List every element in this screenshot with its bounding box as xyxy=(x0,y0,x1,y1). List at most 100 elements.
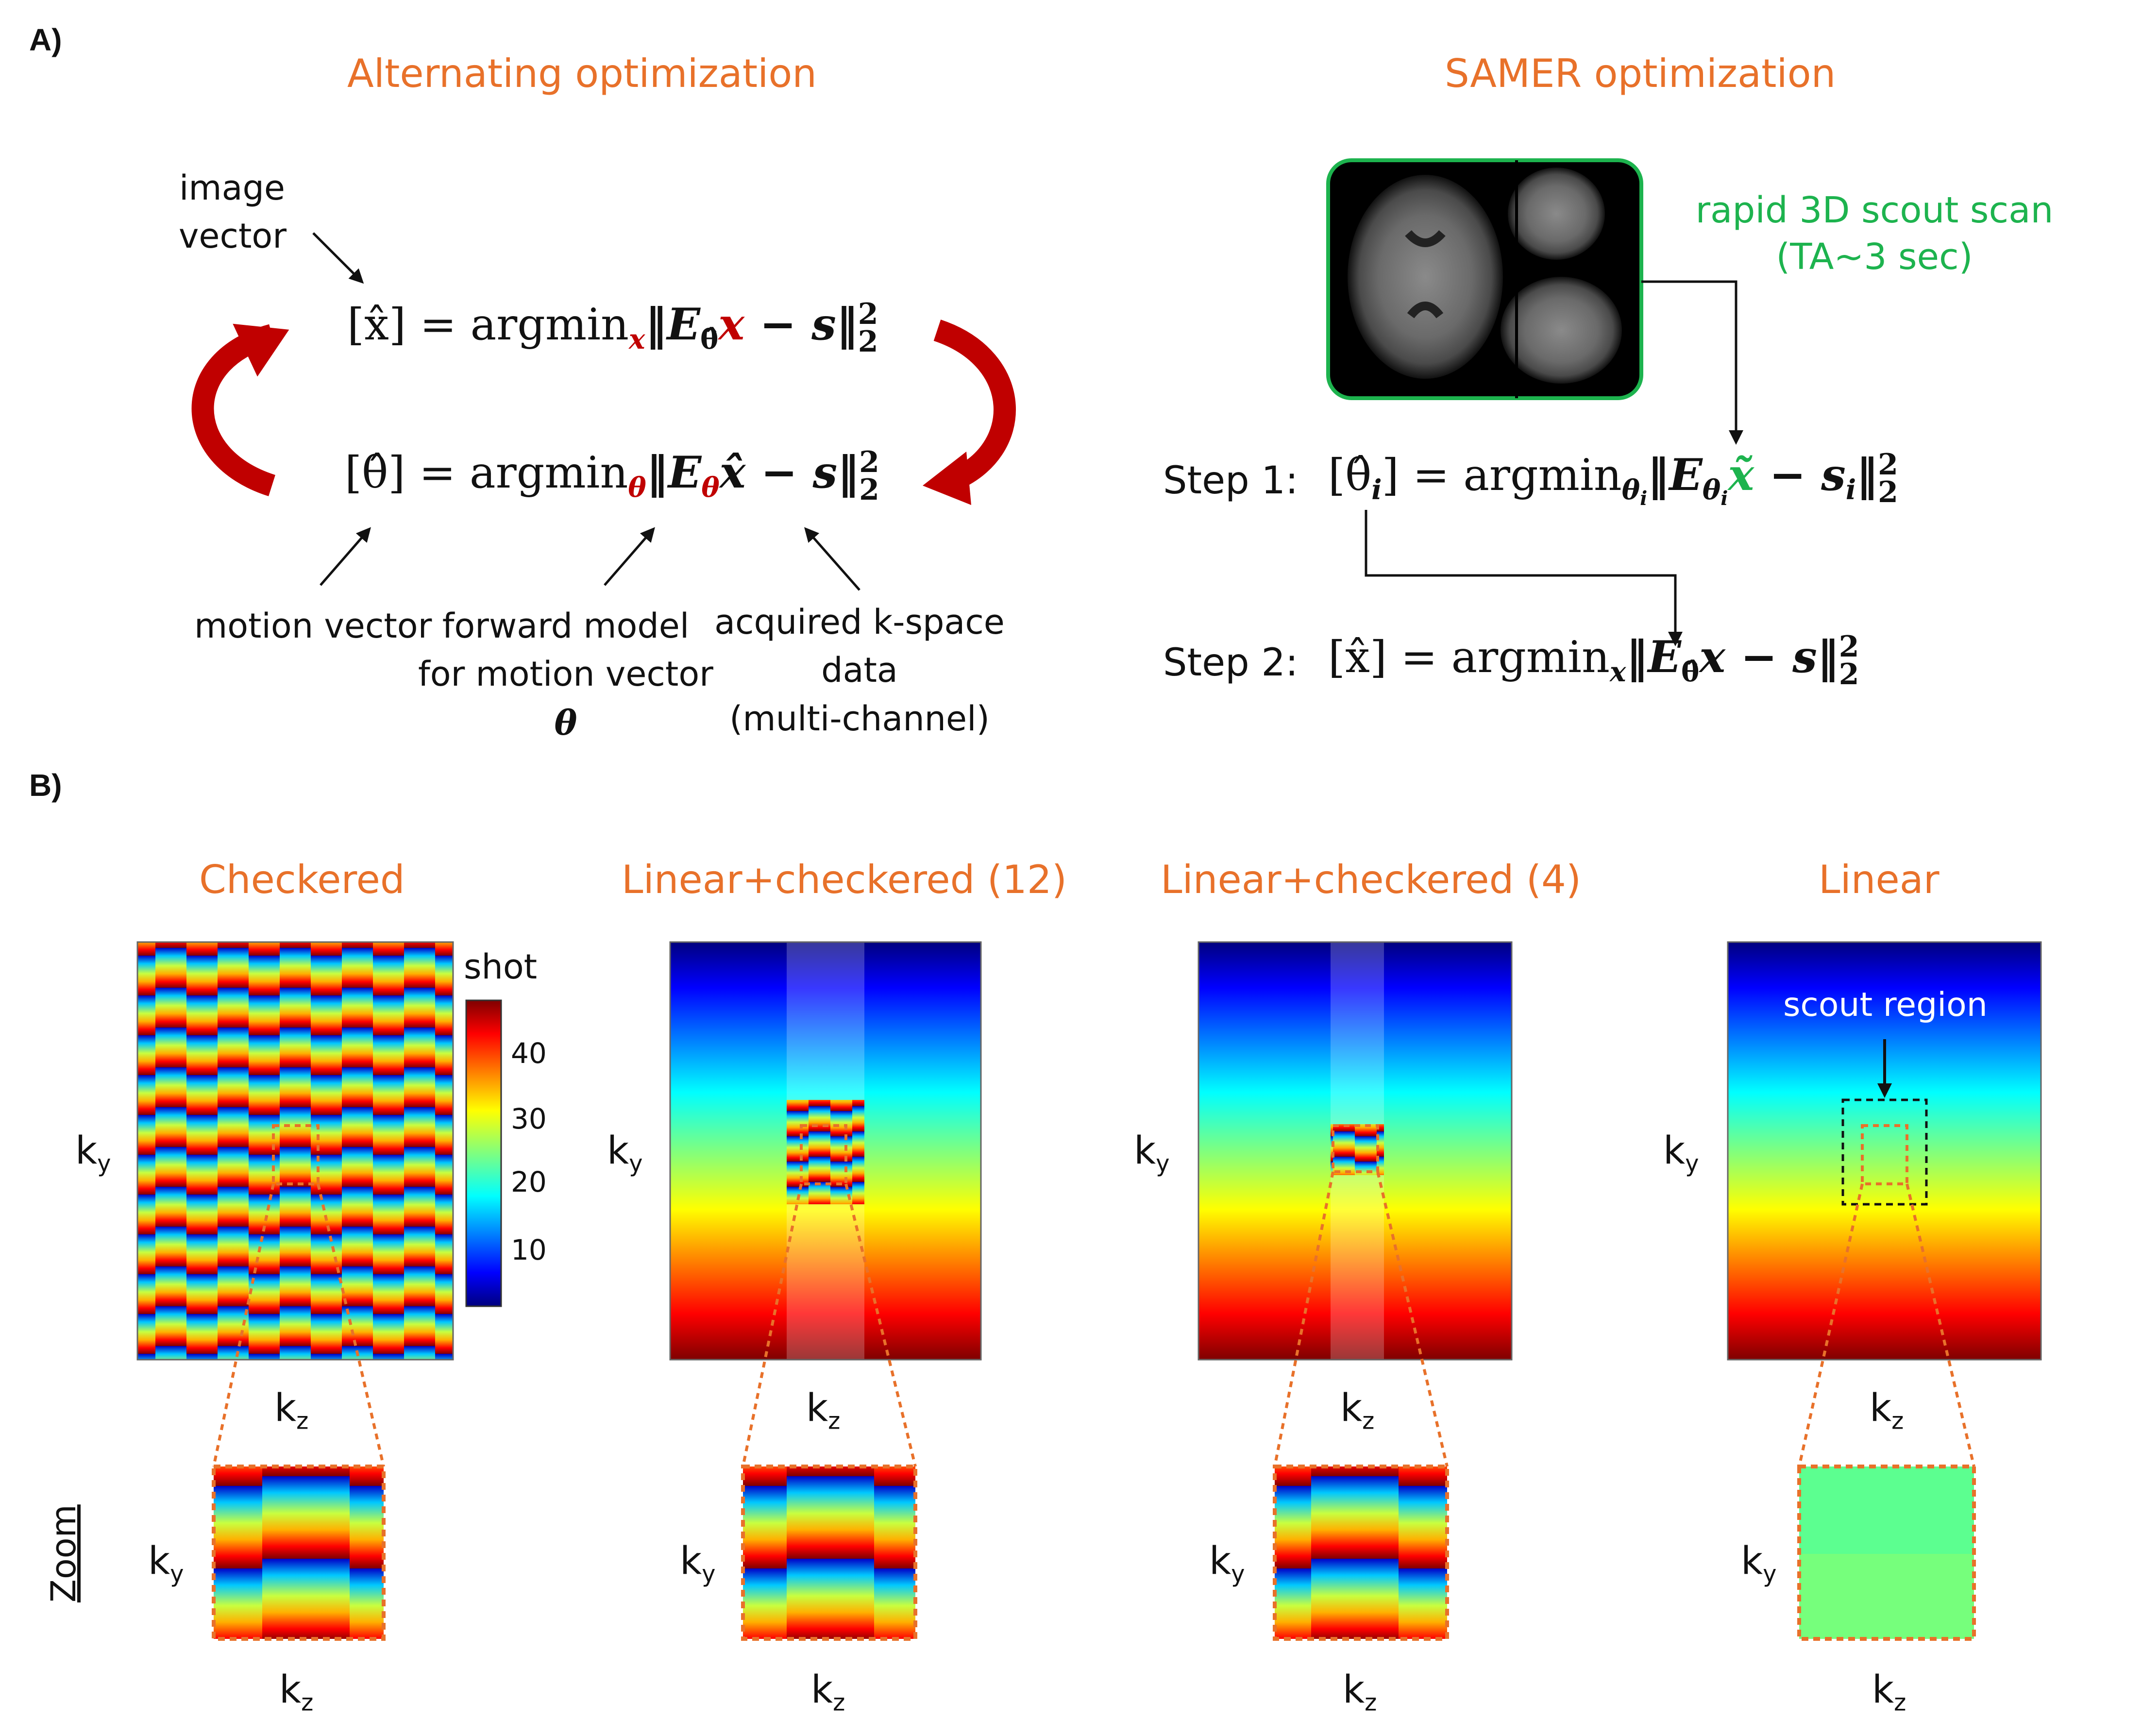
step-2-label: Step 2: xyxy=(1163,641,1299,685)
panel-a-label: A) xyxy=(29,22,62,57)
forward-model-note: forward model for motion vector θ xyxy=(415,602,716,747)
step1-norm: ‖ xyxy=(1856,449,1878,501)
acquired-data-note: acquired k-space data (multi-channel) xyxy=(709,598,1010,743)
eq1-body-pre: ‖E xyxy=(645,299,700,350)
kz-label-3: kz xyxy=(1340,1386,1375,1435)
step2-lhs: [x̂] = argmin xyxy=(1328,632,1610,683)
zoom-checkered xyxy=(212,1465,386,1641)
eq2-sup: 2 xyxy=(859,445,879,479)
map-linear-checkered-12 xyxy=(669,941,982,1361)
colorbar-label: shot xyxy=(464,947,538,987)
step2-sub2: 2 xyxy=(1838,657,1859,691)
scout-connector xyxy=(1641,280,1743,445)
step2-body-pre: ‖E xyxy=(1626,631,1681,683)
forward-model-line-1: forward model xyxy=(442,606,690,646)
map-checkered xyxy=(136,941,454,1361)
step1-body-sub-i: i xyxy=(1720,487,1728,510)
step1-body-pre: ‖E xyxy=(1647,449,1703,501)
zoom-kz-label-4: kz xyxy=(1872,1668,1906,1717)
right-cycle-arrowhead xyxy=(923,452,971,505)
motion-vector-note: motion vector xyxy=(194,606,432,646)
step1-lhs-sub: i xyxy=(1371,474,1382,506)
step-connector xyxy=(1365,510,1683,646)
forward-model-arrow xyxy=(604,527,655,586)
scout-brain-image xyxy=(1326,158,1643,400)
eq2-body-post: x̂ − s‖ xyxy=(719,447,860,498)
step1-body-sub: θ xyxy=(1702,474,1721,506)
kz-label-1: kz xyxy=(274,1386,309,1435)
scout-scan-note: rapid 3D scout scan (TA~3 sec) xyxy=(1685,187,2064,280)
map-linear-checkered-4 xyxy=(1197,941,1513,1361)
step2-body-sub: θ̂ xyxy=(1681,656,1700,688)
title-linear-checkered-4: Linear+checkered (4) xyxy=(1161,857,1582,902)
zoom-kz-label-3: kz xyxy=(1343,1668,1377,1717)
colorbar-tick-30: 30 xyxy=(511,1102,547,1135)
acquired-line-1: acquired k-space xyxy=(714,602,1005,642)
step1-var: x̃ xyxy=(1728,449,1754,501)
step2-sup: 2 xyxy=(1838,629,1859,664)
image-vector-line-2: vector xyxy=(179,216,287,256)
ky-label-3: ky xyxy=(1134,1129,1170,1178)
eq2-body-sub: θ xyxy=(701,472,720,504)
ky-label-1: ky xyxy=(75,1129,111,1178)
right-cycle-arrow xyxy=(933,320,1016,491)
eq1-sub: x xyxy=(629,323,645,355)
step2-sub: x xyxy=(1610,656,1626,688)
zoom-kz-label-2: kz xyxy=(811,1668,845,1717)
zoom-kz-label-1: kz xyxy=(279,1668,314,1717)
zoom-ky-label-3: ky xyxy=(1209,1539,1245,1588)
eq2-sub2: 2 xyxy=(859,472,879,507)
step1-mid: ] = argmin xyxy=(1382,450,1622,501)
left-title: Alternating optimization xyxy=(347,51,817,96)
acquired-line-3: (multi-channel) xyxy=(729,698,990,739)
step1-sub: θ xyxy=(1621,474,1640,506)
motion-vector-arrow xyxy=(320,527,371,586)
zoom-label: Zoom xyxy=(44,1504,84,1602)
ky-label-2: ky xyxy=(607,1129,643,1178)
image-vector-line-1: image xyxy=(179,168,286,208)
ky-label-4: ky xyxy=(1663,1129,1699,1178)
step1-post-sub: i xyxy=(1845,474,1856,506)
eq1-body-var: x xyxy=(718,299,745,350)
forward-model-line-3: θ xyxy=(554,702,577,743)
step1-sub-i: i xyxy=(1640,487,1648,510)
eq1-sup: 2 xyxy=(858,297,878,331)
eq2-body-pre: ‖E xyxy=(646,447,702,498)
colorbar-tick-10: 10 xyxy=(511,1233,547,1266)
image-vector-arrow xyxy=(312,232,364,284)
panel-b-label: B) xyxy=(29,768,62,803)
zoom-ky-label-1: ky xyxy=(148,1539,184,1588)
colorbar-tick-40: 40 xyxy=(511,1037,547,1070)
forward-model-line-2: for motion vector xyxy=(418,654,713,694)
title-checkered: Checkered xyxy=(199,857,405,902)
map-linear xyxy=(1727,941,2042,1361)
eq2-sub: θ xyxy=(628,472,646,504)
acquired-data-arrow xyxy=(804,527,860,591)
zoom-ky-label-4: ky xyxy=(1741,1539,1777,1588)
acquired-line-2: data xyxy=(821,650,898,691)
zoom-ky-label-2: ky xyxy=(680,1539,716,1588)
scout-line-2: (TA~3 sec) xyxy=(1776,236,1973,278)
eq1-sub2: 2 xyxy=(858,324,878,359)
kz-label-4: kz xyxy=(1870,1386,1904,1435)
step1-sub2: 2 xyxy=(1878,475,1898,509)
left-cycle-arrow xyxy=(191,324,276,496)
step-1-label: Step 1: xyxy=(1163,459,1299,503)
step2-body-post: x − s‖ xyxy=(1699,631,1839,683)
scout-region-label: scout region xyxy=(1783,986,1988,1024)
eq1-body-sub: θ̂ xyxy=(700,323,719,355)
eq2-lhs: [θ̂] = argmin xyxy=(345,447,628,498)
eq1-lhs: [x̂] = argmin xyxy=(347,299,629,350)
zoom-linear xyxy=(1797,1465,1976,1641)
zoom-linear-checkered-12 xyxy=(741,1465,917,1641)
scout-line-1: rapid 3D scout scan xyxy=(1695,189,2054,231)
step1-body-post: − s xyxy=(1754,449,1846,501)
zoom-linear-checkered-4 xyxy=(1273,1465,1449,1641)
colorbar xyxy=(465,999,502,1307)
right-title: SAMER optimization xyxy=(1445,51,1836,96)
